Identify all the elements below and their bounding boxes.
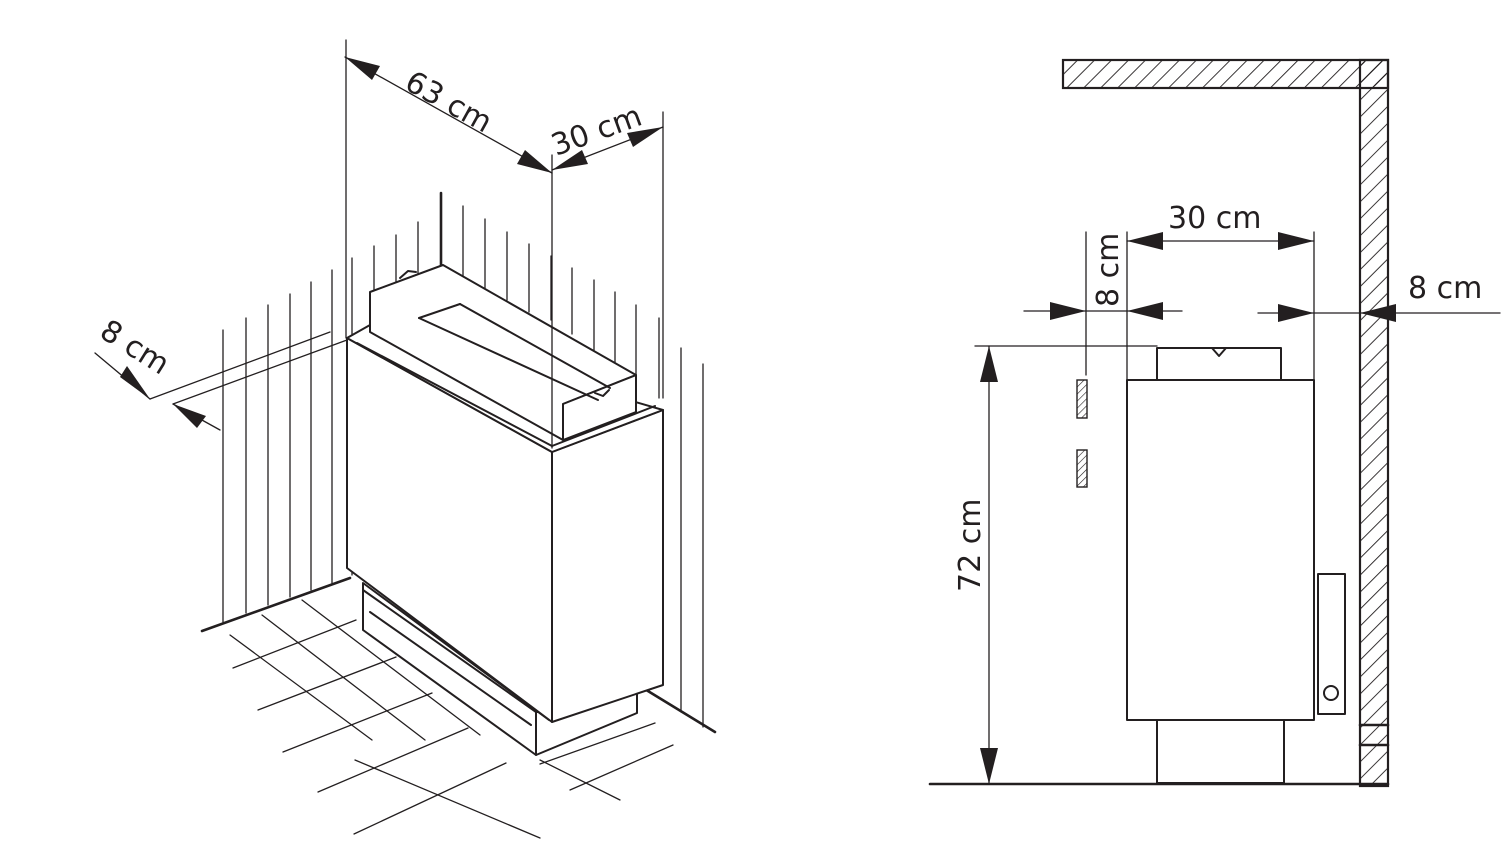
height-dimension: 72 cm [953, 345, 998, 785]
front-gap-dimension: 8 cm [1023, 233, 1183, 320]
arrow-head [980, 346, 998, 382]
side-wall-gap-label: 8 cm [1408, 271, 1482, 306]
isometric-view: 63 cm 30 cm 8 cm [94, 39, 717, 839]
side-heater [1126, 347, 1346, 784]
arrow-head [1360, 304, 1396, 322]
wall-gap-dimension: 8 cm [94, 313, 348, 431]
arrow-head [1127, 302, 1163, 320]
ceiling-wall-joint [1361, 62, 1386, 86]
arrow-head [980, 748, 998, 784]
arrow-head [517, 150, 552, 173]
depth-label: 30 cm [547, 99, 647, 164]
rear-wall [1358, 58, 1390, 788]
side-depth-dimension: 30 cm [1126, 201, 1315, 250]
width-label: 63 cm [399, 64, 498, 140]
floor-left-edge [200, 576, 352, 633]
marker-bottom [1076, 449, 1088, 488]
arrow-head [173, 404, 206, 428]
front-gap-label: 8 cm [1091, 233, 1126, 307]
power-switch-icon [1323, 685, 1339, 701]
control-box [1317, 573, 1346, 715]
side-view: 30 cm 8 cm 8 cm 72 cm [928, 58, 1501, 788]
ceiling [1061, 58, 1390, 90]
arrow-head [1127, 232, 1163, 250]
arrow-head [345, 57, 380, 80]
arrow-head [1050, 302, 1086, 320]
arrow-head [1278, 232, 1314, 250]
arrow-head [552, 150, 588, 170]
marker-top [1076, 379, 1088, 419]
arrow-head [120, 366, 150, 399]
side-wall-gap-dimension: 8 cm [1257, 271, 1501, 322]
right-wall-boards [462, 205, 704, 728]
height-label: 72 cm [953, 499, 988, 592]
wall-gap-label: 8 cm [94, 313, 176, 382]
floor-right-edge [641, 686, 717, 734]
arrow-head [627, 127, 663, 147]
arrow-head [1278, 304, 1314, 322]
stone-compartment [369, 264, 637, 441]
floor-tiles [229, 599, 674, 839]
side-depth-label: 30 cm [1168, 201, 1261, 236]
